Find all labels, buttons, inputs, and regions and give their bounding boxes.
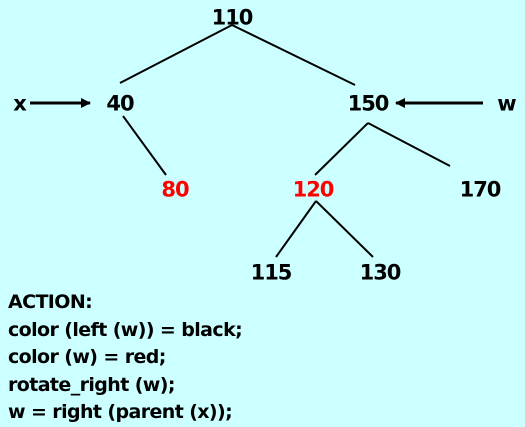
action-block: ACTION: color (left (w)) = black; color … xyxy=(8,289,243,427)
edge-150-170 xyxy=(367,122,451,167)
node-80: 80 xyxy=(161,177,189,202)
action-line-4: w = right (parent (x)); xyxy=(8,401,233,423)
node-110: 110 xyxy=(211,5,254,30)
edge-150-120 xyxy=(314,122,369,176)
node-40: 40 xyxy=(106,91,134,116)
edge-120-130 xyxy=(315,200,374,258)
node-170: 170 xyxy=(459,177,502,202)
edge-110-150 xyxy=(231,24,356,86)
pointer-x-label: x xyxy=(13,91,27,116)
node-115: 115 xyxy=(250,260,293,285)
pointer-w-label: w xyxy=(497,91,517,116)
action-line-1: color (left (w)) = black; xyxy=(8,318,243,341)
action-heading: ACTION: xyxy=(8,291,93,313)
node-120: 120 xyxy=(292,177,335,202)
action-line-2: color (w) = red; xyxy=(8,346,166,368)
node-130: 130 xyxy=(359,260,402,285)
node-150: 150 xyxy=(347,91,390,116)
action-line-3: rotate_right (w); xyxy=(8,373,175,396)
edge-40-80 xyxy=(122,115,167,176)
edge-110-40 xyxy=(119,24,233,84)
edge-120-115 xyxy=(275,200,317,258)
